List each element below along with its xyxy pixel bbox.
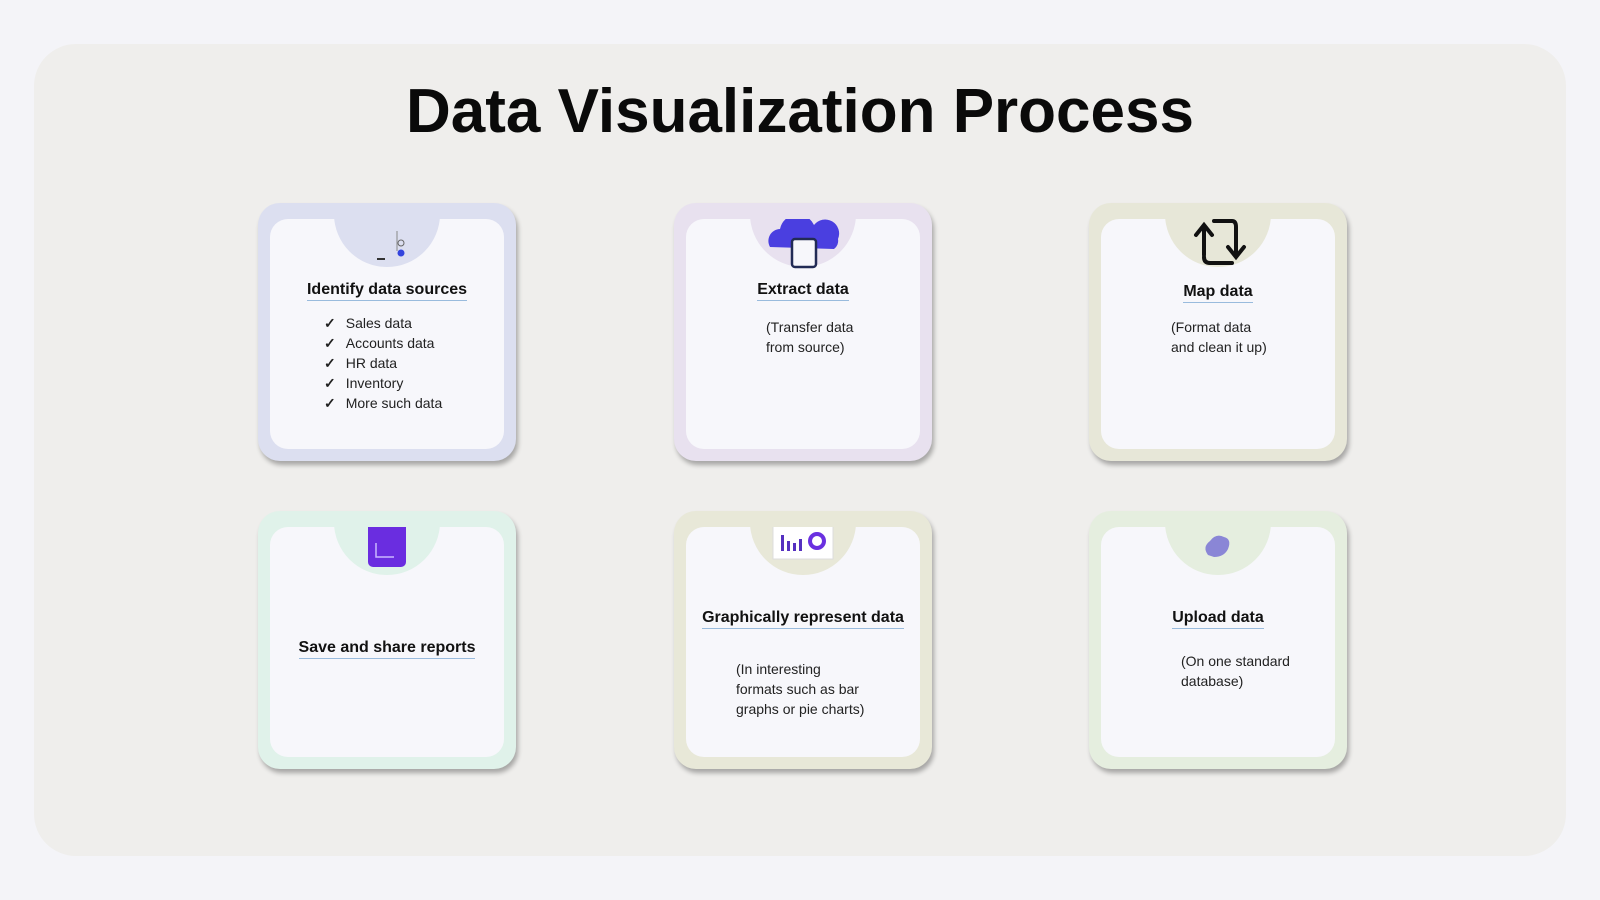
list-item: HR data: [324, 353, 442, 373]
report-document-icon: [368, 527, 406, 567]
card-title: Identify data sources: [306, 281, 468, 301]
list-item: Accounts data: [324, 333, 442, 353]
card-identify-data-sources: Identify data sources Sales data Account…: [258, 203, 516, 461]
sync-arrows-icon: [1194, 219, 1246, 265]
list-item: Sales data: [324, 313, 442, 333]
card-title: Map data: [1183, 283, 1253, 303]
card-title: Save and share reports: [298, 639, 476, 659]
card-title: Extract data: [757, 281, 849, 301]
card-graphically-represent-data: Graphically represent data (In interesti…: [674, 511, 932, 769]
data-source-list: Sales data Accounts data HR data Invento…: [324, 313, 443, 413]
card-title: Upload data: [1172, 609, 1264, 629]
card-save-share-reports: Save and share reports: [258, 511, 516, 769]
cloud-document-icon: [768, 219, 840, 269]
list-item: Inventory: [324, 373, 442, 393]
chart-icon: [772, 527, 834, 560]
data-source-icon: [377, 231, 405, 260]
card-title: Graphically represent data: [702, 609, 904, 629]
cloud-upload-icon: [1205, 535, 1230, 557]
page-title: Data Visualization Process: [406, 77, 1194, 146]
list-item: More such data: [324, 393, 443, 413]
